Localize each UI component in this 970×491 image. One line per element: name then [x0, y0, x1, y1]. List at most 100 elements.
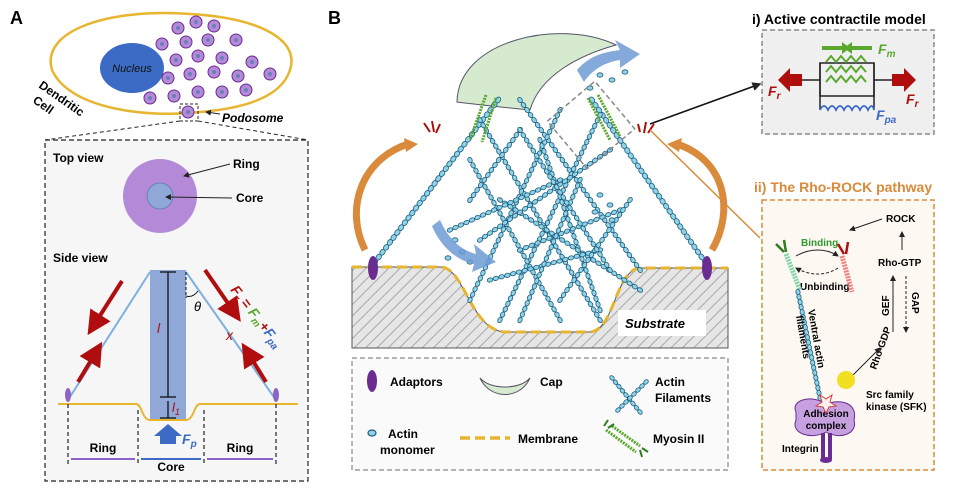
actin-network-filament	[517, 97, 523, 103]
nucleus-label: Nucleus	[112, 63, 152, 75]
actin-network-filament	[550, 238, 557, 245]
fm-arrow-left	[844, 42, 872, 54]
podosome-highlight-box	[179, 103, 199, 122]
actin-network-filament	[526, 172, 532, 179]
actin-network-filament	[555, 227, 562, 234]
actin-network-filament	[588, 252, 595, 258]
actin-network-filament	[558, 221, 564, 228]
panel-ii: ii) The Rho-ROCK pathway ROCK Binding Un…	[754, 179, 935, 471]
actin-network-filament	[515, 180, 521, 187]
actin-monomer	[608, 77, 616, 83]
orange-arrow-right	[675, 140, 728, 252]
actin-network-filament	[518, 273, 524, 280]
actin-network-filament	[517, 126, 523, 134]
actin-network-filament	[474, 214, 481, 221]
panel-b: B Substrate	[328, 8, 762, 471]
adhesion-label-2: complex	[806, 421, 847, 432]
actin-network-filament	[540, 237, 547, 244]
adhesion-label-1: Adhesion	[803, 409, 849, 420]
adaptor-left	[368, 256, 378, 280]
actin-network-filament	[550, 260, 557, 266]
actin-network-filament	[543, 153, 549, 161]
podosome-core-dot	[212, 70, 216, 74]
actin-network-filament	[627, 197, 633, 203]
panel-i: i) Active contractile model Fm Fpa Fr Fr	[752, 11, 935, 135]
actin-monomer	[606, 202, 614, 208]
panel-i-title: i) Active contractile model	[752, 11, 926, 27]
legend-actin-icon	[609, 375, 649, 415]
actin-monomer	[444, 255, 452, 261]
actin-network-filament	[574, 182, 581, 189]
src-label-2: kinase (SFK)	[866, 402, 927, 413]
podosome-core-dot	[234, 38, 238, 42]
actin-network-filament	[467, 156, 473, 164]
actin-network-filament	[560, 292, 567, 298]
actin-network-filament	[563, 162, 569, 168]
legend-box	[351, 357, 729, 471]
actin-network-filament	[542, 290, 548, 297]
actin-network-filament	[518, 194, 525, 201]
actin-network-filament	[536, 272, 542, 279]
myosin-left	[468, 94, 498, 143]
actin-network-filament	[578, 285, 584, 292]
actin-network-filament	[489, 138, 496, 145]
legend-myosin: Myosin II	[653, 432, 704, 446]
length-l-label: l	[157, 320, 161, 336]
actin-network-filament	[497, 316, 503, 324]
actin-network-filament	[510, 137, 516, 143]
actin-network-filament	[538, 127, 544, 133]
adaptor-right	[702, 256, 712, 280]
actin-network-filament	[521, 267, 528, 274]
actin-network-filament	[543, 168, 550, 175]
legend-adaptors: Adaptors	[390, 375, 443, 389]
actin-network-filament	[621, 277, 628, 283]
zoom-line-right	[197, 120, 309, 141]
actin-network-filament	[599, 214, 606, 220]
fr-arrow-top-right	[203, 268, 241, 322]
actin-network-filament	[606, 227, 612, 233]
actin-network-filament	[581, 290, 587, 297]
actin-network-filament	[479, 212, 487, 218]
actin-network-filament	[574, 272, 581, 278]
actin-network-filament	[597, 316, 603, 324]
actin-network-filament	[463, 219, 470, 226]
podosome-label: Podosome	[222, 111, 284, 125]
actin-network-filament	[488, 167, 495, 173]
theta-label: θ	[194, 299, 201, 314]
actin-network-filament	[564, 287, 570, 293]
actin-network-filament	[497, 210, 503, 217]
podosome-core-dot	[244, 88, 248, 92]
actin-network-filament	[619, 242, 626, 248]
legend-actin-bead	[639, 383, 645, 389]
actin-network-filament	[508, 210, 514, 217]
fr-arrow-left-model	[778, 68, 802, 92]
actin-network-filament	[502, 219, 508, 226]
actin-network-filament	[572, 188, 578, 195]
actin-network-filament	[492, 275, 499, 281]
adhesion-symbol-right	[637, 121, 655, 134]
podosome-core-dot	[148, 96, 152, 100]
actin-network-filament	[573, 238, 579, 246]
actin-network-filament	[602, 232, 609, 238]
actin-network-filament	[534, 211, 540, 218]
actin-network-filament	[616, 212, 623, 218]
fr-arrow-right-model	[892, 68, 916, 92]
actin-network-filament	[495, 157, 502, 163]
podosome-core-dot	[196, 90, 200, 94]
podosome-core-dot	[268, 72, 272, 76]
actin-network-filament	[626, 280, 633, 287]
actin-network-filament	[541, 260, 547, 268]
actin-network-filament	[593, 295, 599, 302]
actin-network-filament	[589, 284, 595, 291]
passive-spring	[819, 105, 875, 113]
podosome-core-dot	[206, 38, 210, 42]
actin-network-filament	[592, 157, 598, 164]
actin-network-filament	[545, 182, 553, 188]
right-fiber	[185, 271, 277, 401]
actin-network-filament	[506, 142, 513, 148]
zoom-line-left	[44, 120, 181, 141]
actin-network-filament	[559, 237, 566, 243]
actin-network-filament	[521, 252, 527, 260]
actin-network-filament	[500, 226, 507, 233]
actin-network-filament	[571, 233, 577, 240]
